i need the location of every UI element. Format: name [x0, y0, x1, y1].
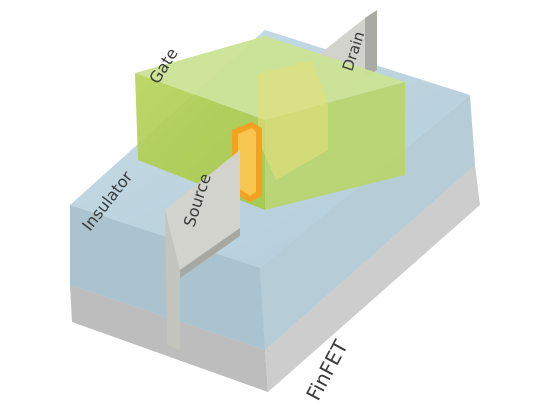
gate: [135, 36, 405, 210]
channel-inner: [238, 128, 256, 196]
substrate-side: [265, 165, 480, 392]
fin-source-face: [165, 150, 240, 270]
fin-in-gate: [258, 60, 328, 180]
fin-drain-edge: [365, 10, 377, 78]
insulator-side: [260, 95, 475, 350]
fin-source: [165, 150, 240, 350]
fin-source-front: [165, 210, 180, 350]
fin-source-edge: [180, 228, 240, 278]
